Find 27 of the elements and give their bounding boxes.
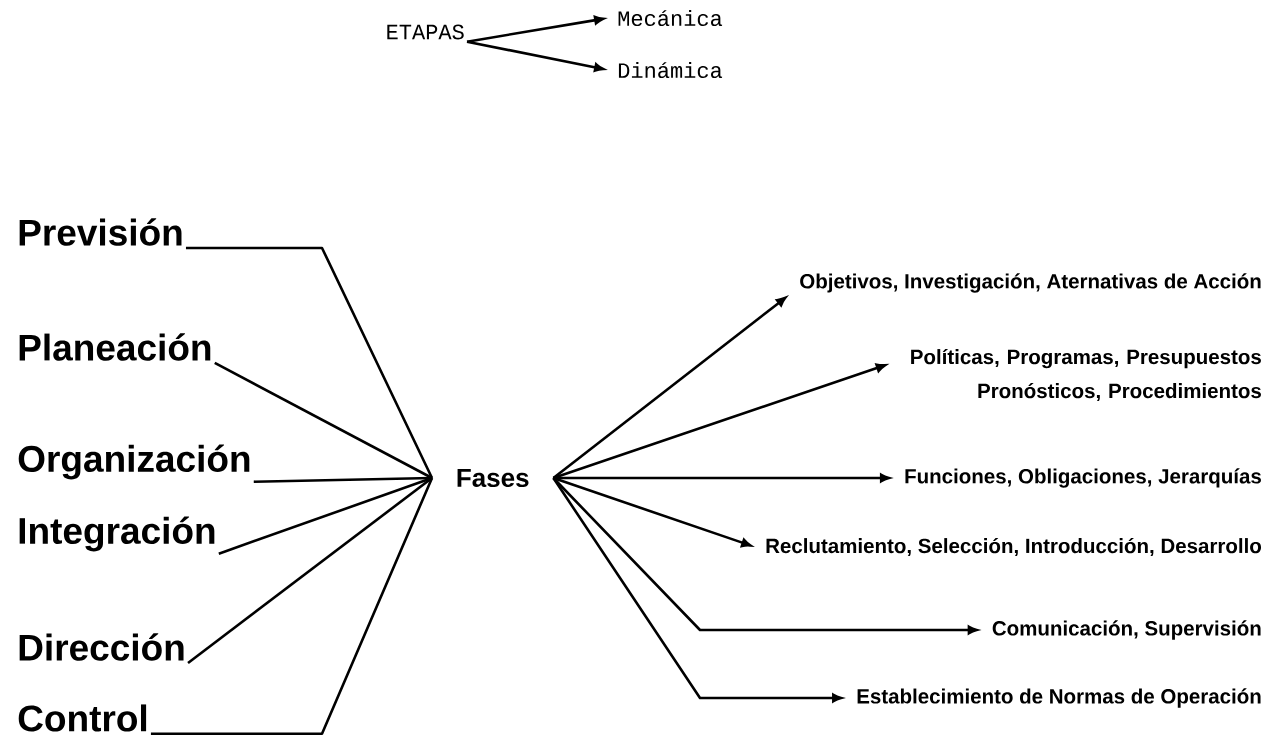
arrow [553, 473, 891, 483]
phase-label: Objetivos, Investigación, Aternativas de Acción [800, 273, 1261, 293]
function-label: Organización [18, 444, 250, 480]
arrow [552, 296, 787, 480]
connector-line [187, 476, 433, 664]
function-label: Integración [19, 516, 215, 552]
phase-label: Funciones, Obligaciones, Jerarquías [905, 468, 1261, 488]
arrow [553, 476, 752, 548]
arrow [552, 477, 843, 703]
stage-item-label: Dinámica [618, 61, 723, 79]
stage-label: ETAPAS [387, 24, 464, 40]
connector-line [185, 246, 434, 479]
stage-item-label: Mecánica [618, 9, 723, 27]
function-label: Planeación [19, 333, 211, 361]
phase-label: Comunicación, Supervisión [992, 620, 1261, 640]
connector-line [214, 361, 433, 480]
phase-label: Reclutamiento, Selección, Introducción, Desarrollo [766, 537, 1261, 557]
arrow [466, 15, 605, 43]
arrow [466, 40, 605, 72]
function-label: Previsión [19, 218, 182, 246]
connector-line [150, 477, 434, 736]
phase-label: Políticas, Programas, Presupuestos Pronósticos, Procedimientos [911, 348, 1261, 402]
function-label: Control [18, 704, 147, 732]
hub-label: Fases [457, 468, 529, 488]
phase-label: Establecimiento de Normas de Operación [857, 688, 1261, 708]
function-label: Dirección [19, 633, 184, 661]
arrow [553, 363, 887, 480]
